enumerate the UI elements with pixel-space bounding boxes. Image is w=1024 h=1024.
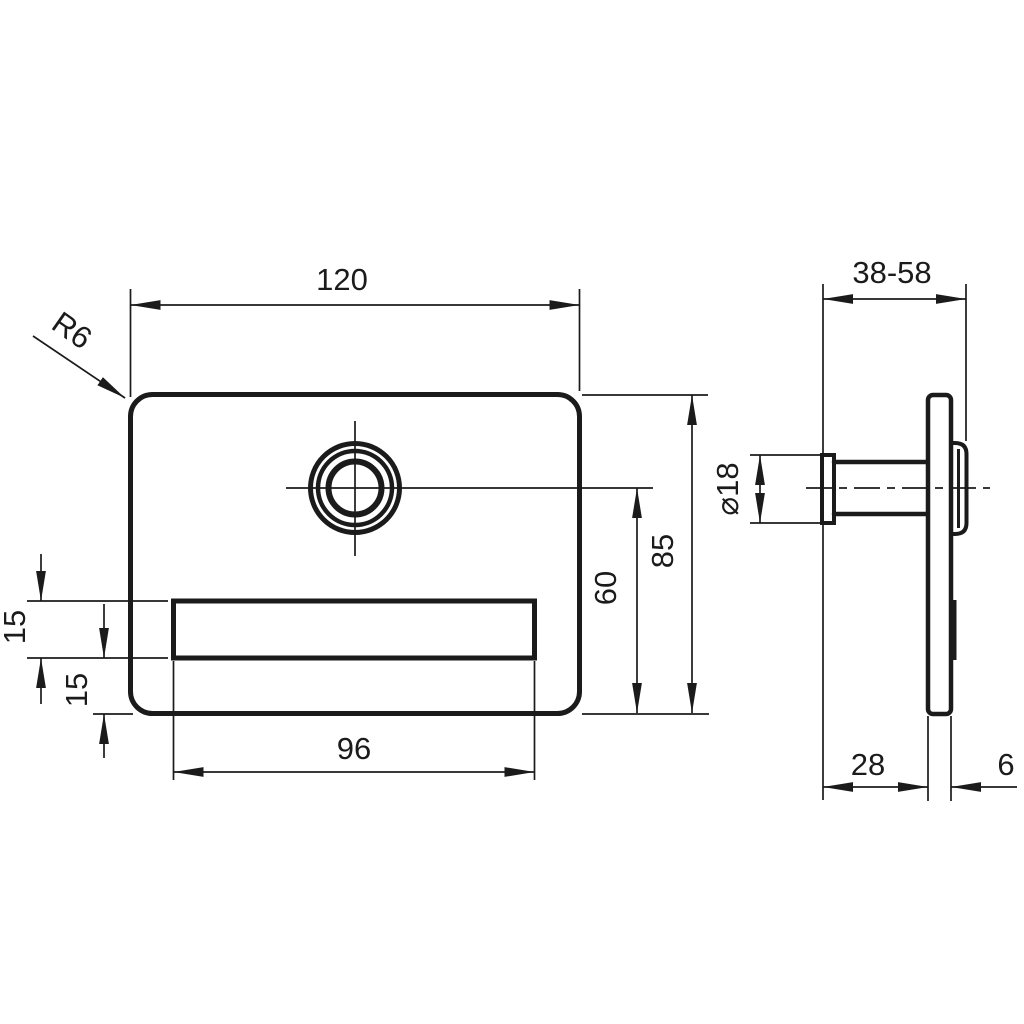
stem-cylinder (831, 459, 929, 517)
hole-centerlines (286, 421, 653, 556)
dimension-slot-length-96: 96 (172, 661, 536, 780)
plate-outline (128, 392, 582, 716)
side-view: 38-58 ⌀18 28 6 (710, 255, 1017, 801)
front-view: 120 R6 15 15 60 (0, 262, 709, 780)
dimension-plate-thickness-6: 6 (951, 747, 1017, 792)
dimension-height-85: 85 (582, 394, 709, 715)
dimension-label-plate-thickness: 6 (997, 747, 1014, 782)
dimension-label-depth-range: 38-58 (852, 255, 931, 290)
dimension-label-center-height: 60 (588, 571, 623, 605)
dimension-width-120: 120 (129, 262, 581, 397)
dimension-label-slot-height: 15 (0, 610, 32, 644)
dimension-label-width: 120 (316, 262, 368, 297)
wall-plate (925, 392, 954, 717)
dimension-diameter-18: ⌀18 (710, 454, 825, 524)
slot-outline (171, 598, 537, 661)
dimension-depth-range-38-58: 38-58 (822, 255, 967, 800)
dimension-projection-28: 28 (823, 716, 952, 801)
dimension-label-height: 85 (645, 534, 680, 568)
dimension-label-slot-offset: 15 (59, 673, 94, 707)
dimension-label-projection: 28 (851, 747, 885, 782)
dimension-label-corner-radius: R6 (46, 305, 99, 356)
dimension-center-height-60: 60 (588, 488, 642, 713)
dimension-label-slot-length: 96 (337, 731, 371, 766)
leader-line (32, 335, 126, 399)
dimension-label-diameter: ⌀18 (710, 462, 745, 515)
stem-flange (820, 453, 836, 525)
dimension-corner-radius-r6: R6 (32, 305, 126, 399)
dimension-slot-height-15: 15 (0, 554, 168, 704)
dimension-slot-bottom-offset-15: 15 (59, 604, 133, 758)
